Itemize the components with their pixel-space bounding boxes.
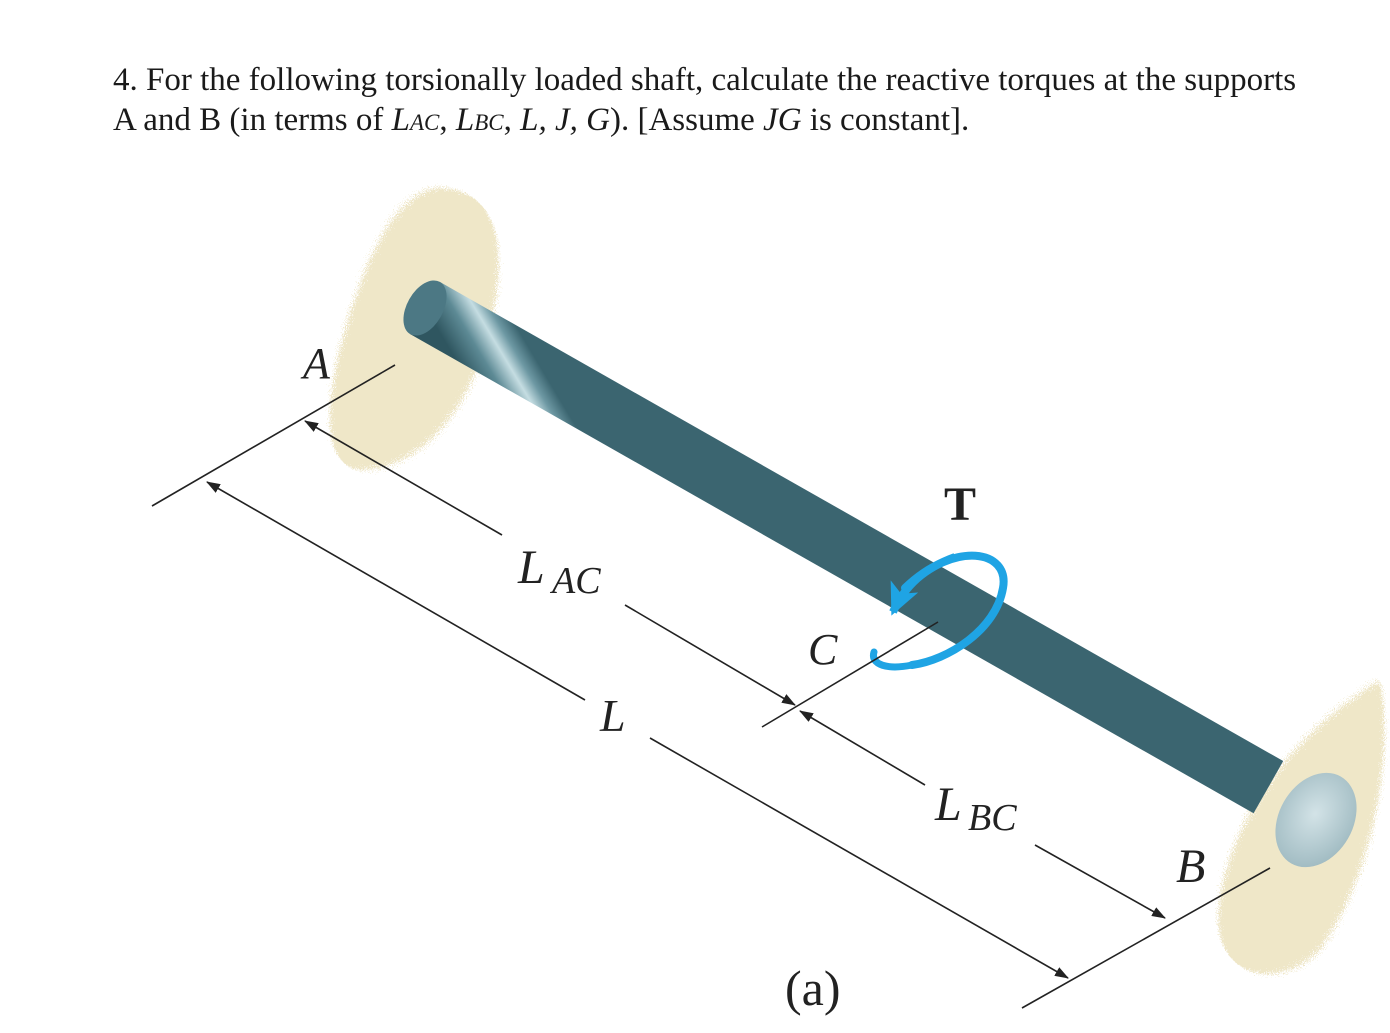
- shaft-end-b: [1275, 772, 1357, 868]
- sep-2: ,: [503, 102, 521, 138]
- label-lac: L AC: [517, 541, 601, 602]
- label-lbc-sub: BC: [968, 797, 1017, 839]
- dim-l-right: [649, 737, 1069, 979]
- var-l-bc-main: L: [455, 102, 475, 138]
- shaft: [403, 280, 1357, 868]
- problem-line2-prefix: A and B (in terms of: [113, 102, 392, 138]
- label-a: A: [300, 339, 331, 388]
- constant-text: is constant].: [801, 102, 970, 138]
- label-lac-sub: AC: [549, 560, 601, 602]
- torque-arrow: [870, 551, 1008, 671]
- var-l-bc-sub: BC: [474, 110, 504, 135]
- dim-lbc-left: [799, 710, 926, 786]
- label-b: B: [1176, 840, 1205, 893]
- label-lbc: L BC: [934, 778, 1017, 839]
- figure-caption: (a): [785, 960, 841, 1016]
- extension-line-a: [151, 364, 396, 507]
- problem-line-2: A and B (in terms of LAC, LBC, L, J, G).…: [113, 100, 1313, 143]
- dim-lac-right: [624, 604, 796, 706]
- var-l-ac-main: L: [391, 102, 410, 138]
- shaft-body: [410, 281, 1284, 814]
- extension-line-b: [1021, 867, 1271, 1009]
- extension-line-c: [761, 621, 939, 728]
- problem-line1-text: For the following torsionally loaded sha…: [146, 62, 1297, 98]
- label-lbc-main: L: [934, 778, 962, 831]
- label-c: C: [808, 625, 838, 674]
- var-l-ac: LAC: [392, 102, 440, 138]
- problem-line-1: 4. For the following torsionally loaded …: [113, 60, 1313, 100]
- torque-arrowhead: [889, 553, 957, 616]
- dim-l-left: [206, 481, 586, 701]
- label-lac-main: L: [517, 541, 545, 594]
- dimension-lines: [151, 364, 1271, 1009]
- var-jg: JG: [763, 102, 802, 138]
- close-paren: ). [Assume: [609, 102, 764, 138]
- shaft-end-a: [403, 280, 447, 336]
- sep-1: ,: [439, 102, 456, 138]
- dim-lac-left: [304, 420, 503, 536]
- var-l-ac-sub: AC: [410, 110, 440, 135]
- tail-vars: L, J, G: [520, 102, 610, 138]
- var-l-bc: LBC: [456, 102, 504, 138]
- label-t: T: [944, 478, 976, 531]
- problem-number: 4.: [113, 62, 138, 98]
- problem-statement: 4. For the following torsionally loaded …: [113, 60, 1313, 143]
- dim-lbc-right: [1034, 844, 1166, 919]
- torque-arrow-lower: [870, 648, 916, 671]
- label-l: L: [599, 690, 626, 741]
